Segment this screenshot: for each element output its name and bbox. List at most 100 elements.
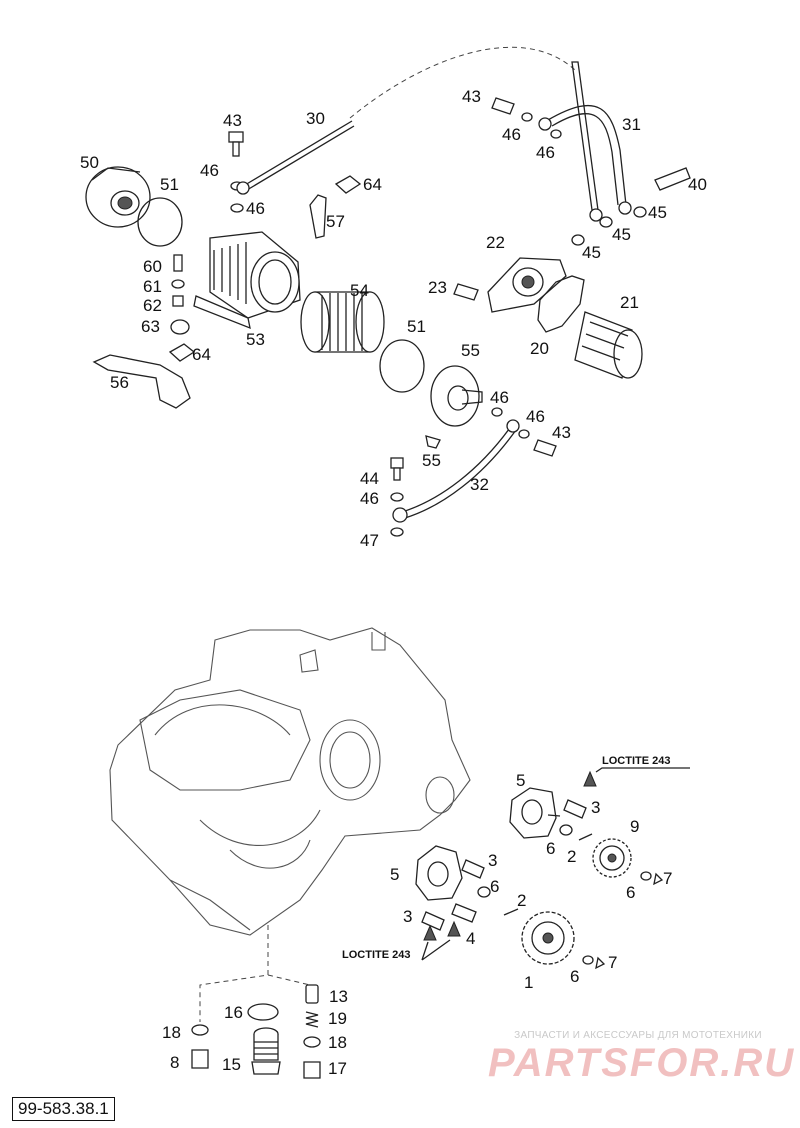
label-46: 46 bbox=[526, 407, 545, 426]
label-7: 7 bbox=[663, 869, 672, 888]
label-5: 5 bbox=[390, 865, 399, 884]
label-6: 6 bbox=[626, 883, 635, 902]
label-46: 46 bbox=[502, 125, 521, 144]
loctite-drop-lower-a bbox=[423, 924, 437, 941]
label-61: 61 bbox=[143, 277, 162, 296]
label-50: 50 bbox=[80, 153, 99, 172]
label-18: 18 bbox=[328, 1033, 347, 1052]
guide-lines bbox=[199, 46, 576, 1022]
label-6: 6 bbox=[570, 967, 579, 986]
label-62: 62 bbox=[143, 296, 162, 315]
diagram-code: 99-583.38.1 bbox=[12, 1097, 115, 1121]
part-4-screw bbox=[451, 903, 477, 923]
label-2: 2 bbox=[567, 847, 576, 866]
loctite-label-top: LOCTITE 243 bbox=[602, 755, 670, 767]
label-44: 44 bbox=[360, 469, 379, 488]
label-7: 7 bbox=[608, 953, 617, 972]
label-46: 46 bbox=[360, 489, 379, 508]
label-43: 43 bbox=[552, 423, 571, 442]
loctite-drop-upper bbox=[583, 770, 597, 787]
part-55-screw bbox=[425, 435, 441, 449]
label-6: 6 bbox=[546, 839, 555, 858]
label-46: 46 bbox=[246, 199, 265, 218]
part-5-pump-lower bbox=[415, 845, 463, 901]
part-3-screw-lower-a bbox=[461, 859, 485, 879]
label-54: 55 bbox=[461, 341, 480, 360]
part-7-clip-upper bbox=[653, 872, 664, 886]
label-43: 43 bbox=[462, 87, 481, 106]
part-51-oring-right bbox=[379, 339, 425, 393]
label-5: 5 bbox=[516, 771, 525, 790]
watermark: ЗАПЧАСТИ И АКСЕССУАРЫ ДЛЯ МОТОТЕХНИКИ PA… bbox=[488, 1030, 796, 1085]
label-47: 47 bbox=[360, 531, 379, 550]
part-6-washer-lower bbox=[477, 886, 491, 898]
label-13: 13 bbox=[329, 987, 348, 1006]
part-2-pin-lower bbox=[503, 908, 519, 916]
part-3-screw-upper bbox=[563, 799, 587, 819]
label-53: 54 bbox=[350, 281, 369, 300]
part-15-strainer bbox=[251, 1027, 281, 1075]
label-1: 1 bbox=[524, 973, 533, 992]
label-15: 15 bbox=[222, 1055, 241, 1074]
loctite-leader-bottom bbox=[421, 939, 451, 961]
label-56: 56 bbox=[110, 373, 129, 392]
part-23-bolt bbox=[453, 283, 479, 301]
label-45: 45 bbox=[648, 203, 667, 222]
part-7-clip-lower bbox=[595, 956, 606, 970]
part-13-plunger bbox=[305, 984, 319, 1004]
part-56-plate bbox=[92, 354, 191, 409]
label-4: 4 bbox=[466, 929, 475, 948]
label-3: 3 bbox=[403, 907, 412, 926]
loctite-label-bottom: LOCTITE 243 bbox=[342, 949, 410, 961]
label-9: 8 bbox=[170, 1053, 179, 1072]
part-2-pin-upper bbox=[578, 833, 593, 841]
label-3: 3 bbox=[591, 798, 600, 817]
part-44-banjo-bolt bbox=[390, 457, 404, 537]
label-45: 45 bbox=[612, 225, 631, 244]
part-50-cover bbox=[85, 166, 151, 228]
label-8: 9 bbox=[630, 817, 639, 836]
part-64-clip-bottom bbox=[168, 343, 196, 362]
label-46: 46 bbox=[490, 388, 509, 407]
part-21-gasket bbox=[537, 275, 585, 333]
part-18-washer-right bbox=[303, 1036, 321, 1048]
label-64: 64 bbox=[192, 345, 211, 364]
loctite-leader-top bbox=[595, 767, 690, 773]
part-6-washer-upper bbox=[559, 824, 573, 836]
label-51: 51 bbox=[160, 175, 179, 194]
part-31-oil-pipe bbox=[538, 61, 632, 222]
part-22-cover bbox=[487, 257, 567, 313]
part-19-spring bbox=[305, 1011, 319, 1028]
part-1-gear bbox=[521, 911, 575, 965]
label-64: 64 bbox=[363, 175, 382, 194]
label-18: 18 bbox=[162, 1023, 181, 1042]
part-43-bolt-upper bbox=[491, 97, 515, 115]
label-16: 16 bbox=[224, 1003, 243, 1022]
label-32: 32 bbox=[470, 475, 489, 494]
label-51: 51 bbox=[407, 317, 426, 336]
part-5-pump-upper bbox=[509, 787, 561, 839]
part-17-plug bbox=[303, 1061, 321, 1079]
label-60: 60 bbox=[143, 257, 162, 276]
label-55: 55 bbox=[422, 451, 441, 470]
part-52-filter-housing bbox=[193, 231, 301, 330]
part-32-oil-pipe bbox=[401, 424, 517, 519]
label-45: 45 bbox=[582, 243, 601, 262]
parts-60-63-stack bbox=[170, 254, 190, 335]
watermark-logo: PARTSFOR.RU bbox=[488, 1041, 796, 1085]
part-64-clip-top bbox=[334, 175, 362, 194]
label-22: 22 bbox=[486, 233, 505, 252]
label-40: 40 bbox=[688, 175, 707, 194]
loctite-drop-lower-b bbox=[447, 920, 461, 937]
part-18-washer-left bbox=[191, 1024, 209, 1036]
label-52: 53 bbox=[246, 330, 265, 349]
label-43: 43 bbox=[223, 111, 242, 130]
label-3: 3 bbox=[488, 851, 497, 870]
label-46: 46 bbox=[200, 161, 219, 180]
part-51-oring-left bbox=[137, 197, 183, 247]
part-3-screw-lower-b bbox=[421, 911, 445, 931]
label-17: 17 bbox=[328, 1059, 347, 1078]
label-21: 20 bbox=[530, 339, 549, 358]
label-31: 31 bbox=[622, 115, 641, 134]
